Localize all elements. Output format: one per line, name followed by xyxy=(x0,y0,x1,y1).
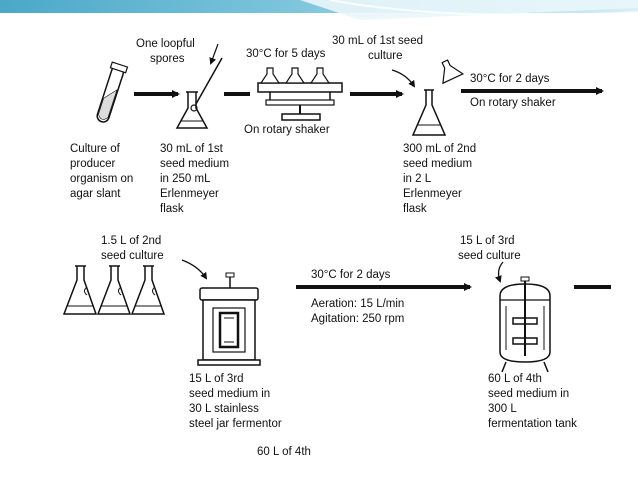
step1-caption: Culture of producer organism on agar sla… xyxy=(70,143,137,200)
arrow2-condition: 30°C for 2 days xyxy=(311,269,391,281)
footer-text: 60 L of 4th xyxy=(257,446,311,458)
agar-slant-tube-icon xyxy=(96,61,129,123)
fermentation-tank-icon xyxy=(499,276,551,373)
pointer-arrow-3 xyxy=(495,261,504,283)
erlenmeyer-flask-2l-icon xyxy=(411,89,447,136)
header-band xyxy=(0,0,638,20)
pointer-arrow-1 xyxy=(391,69,416,88)
shaker1-caption: On rotary shaker xyxy=(244,124,330,136)
step4-caption: 15 L of 3rd seed medium in 30 L stainles… xyxy=(189,373,282,430)
step1-top-label-line2: spores xyxy=(150,53,185,65)
step1-top-label-line1: One loopful xyxy=(136,38,195,50)
step4-top-label-line2: seed culture xyxy=(101,250,164,262)
three-flasks-icon xyxy=(62,265,166,315)
pointer-arrow-2 xyxy=(181,259,208,280)
arrow2-agitation: Agitation: 250 rpm xyxy=(311,313,404,325)
step3-caption: 300 mL of 2nd seed medium in 2 L Erlenme… xyxy=(403,143,479,215)
rotary-shaker-icon xyxy=(257,67,343,121)
pouring-flask-icon xyxy=(441,59,465,85)
step3-top-label-line1: 30 mL of 1st seed xyxy=(332,35,423,47)
arrow1-caption: On rotary shaker xyxy=(470,97,556,109)
arrow2-aeration: Aeration: 15 L/min xyxy=(311,298,404,310)
step3-top-label-line2: culture xyxy=(368,50,403,62)
step4-top-label-line1: 1.5 L of 2nd xyxy=(101,235,161,247)
jar-fermentor-icon xyxy=(197,272,261,366)
arrow1-condition: 30°C for 2 days xyxy=(470,73,550,85)
step5-top-label-line1: 15 L of 3rd xyxy=(460,235,515,247)
shaker1-condition: 30°C for 5 days xyxy=(246,48,326,60)
step5-top-label-line2: seed culture xyxy=(458,250,521,262)
inoculating-loop-icon xyxy=(190,43,223,112)
step2-caption: 30 mL of 1st seed medium in 250 mL Erlen… xyxy=(160,143,232,215)
step5-caption: 60 L of 4th seed medium in 300 L ferment… xyxy=(488,373,577,430)
